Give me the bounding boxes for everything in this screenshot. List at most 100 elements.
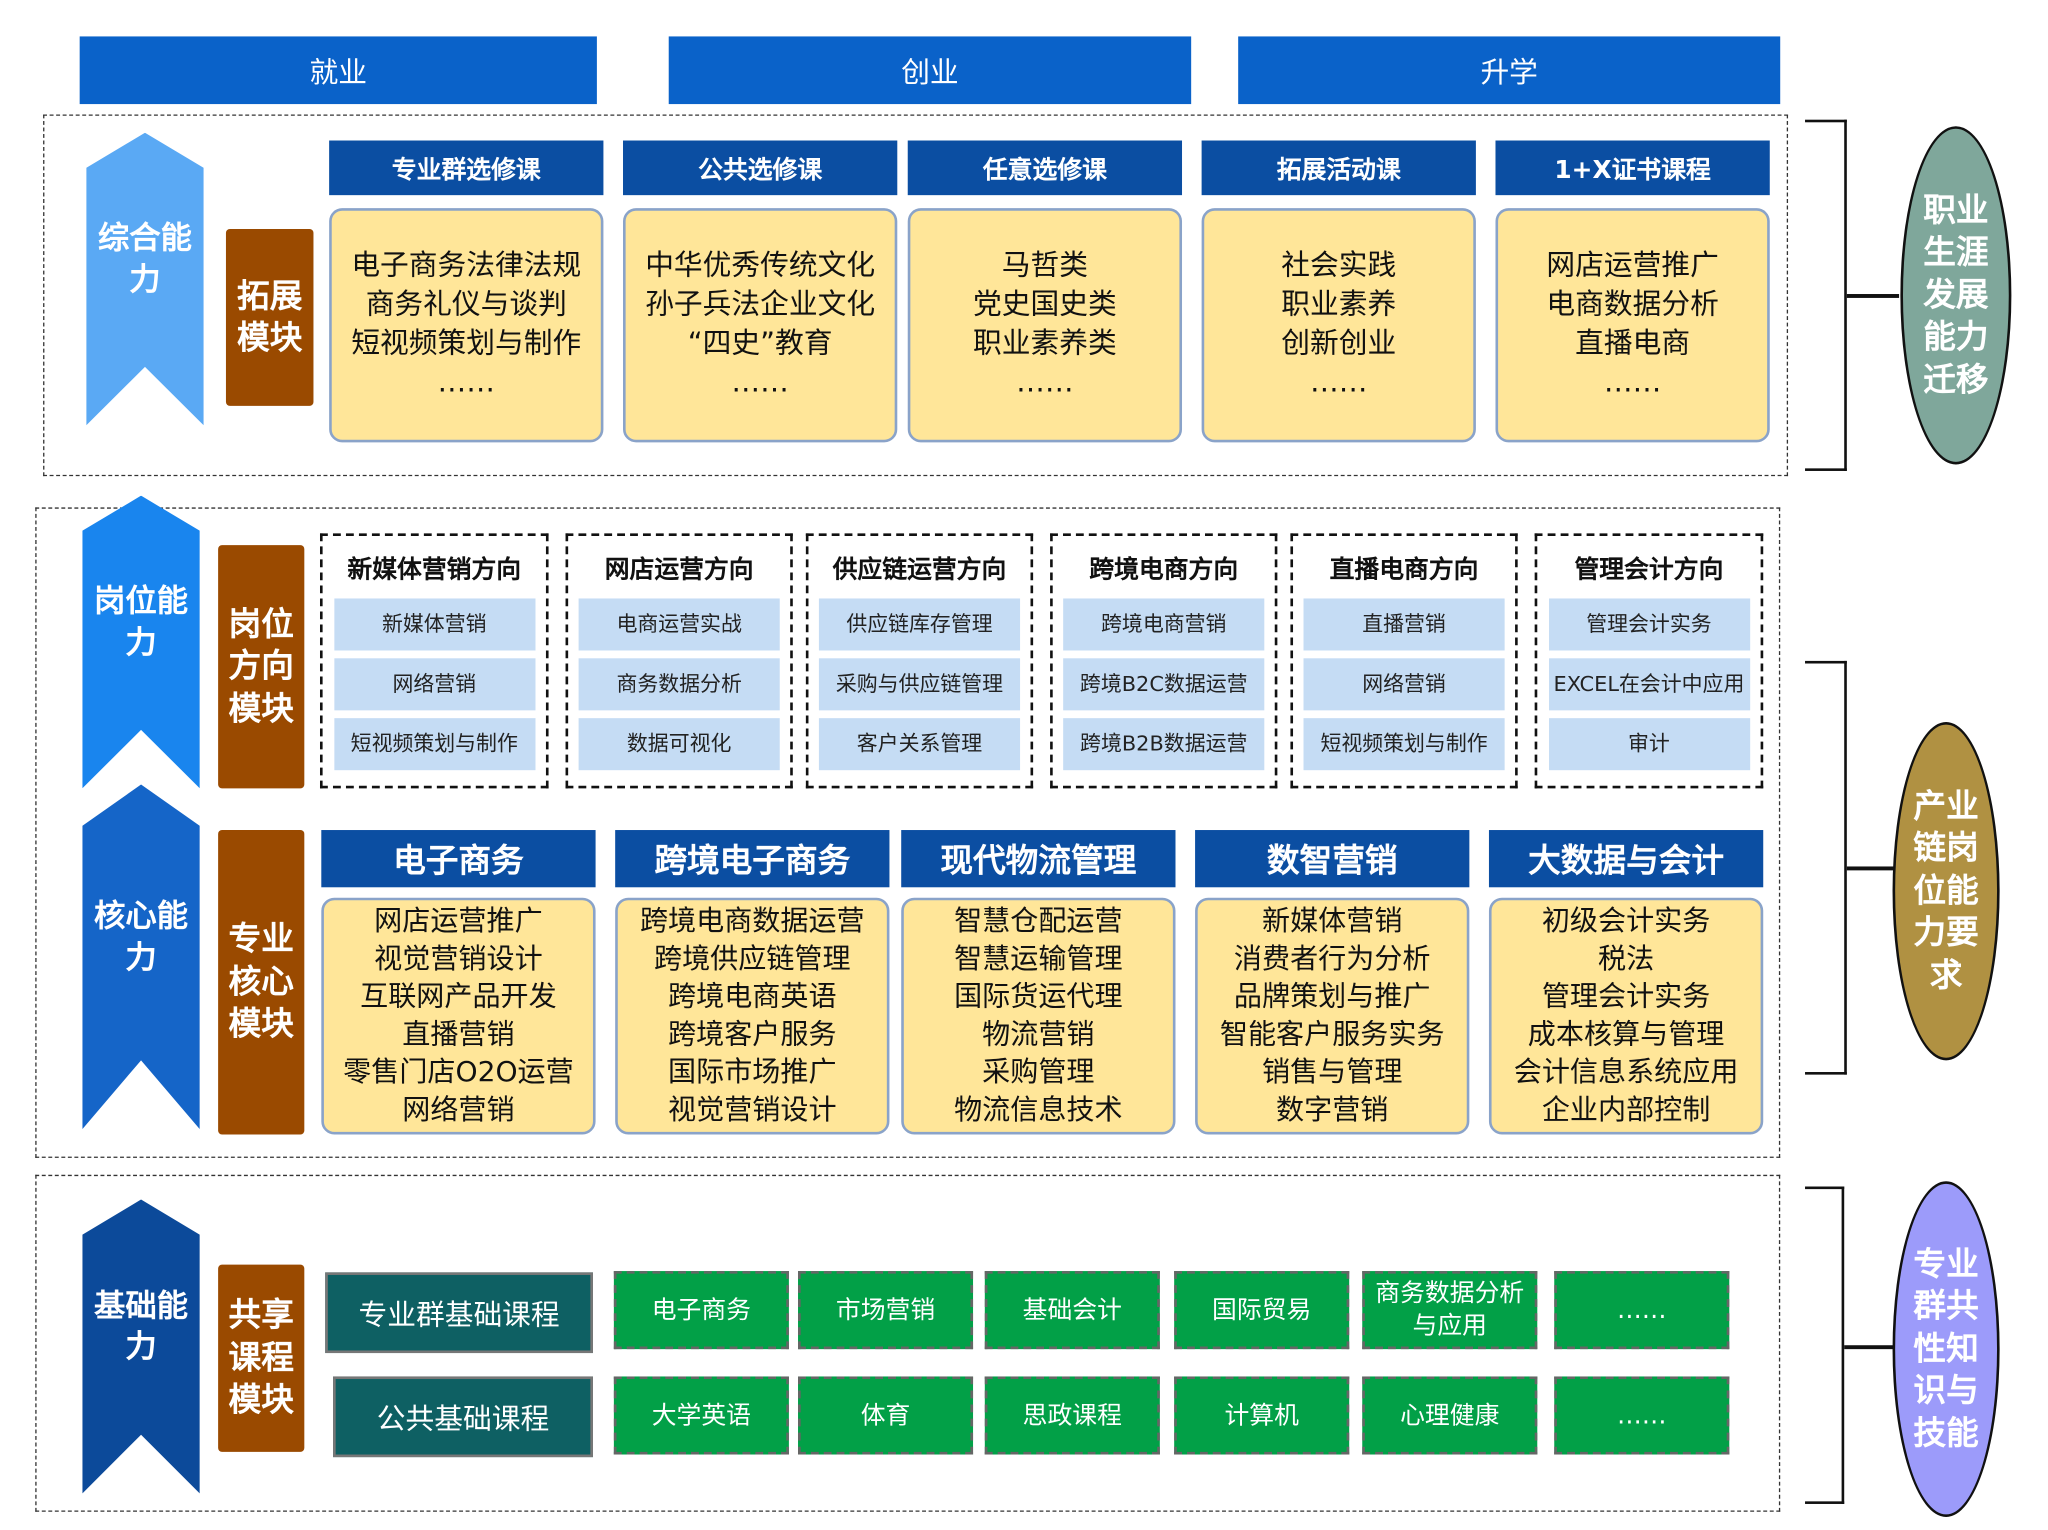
elective-card: 马哲类党史国史类职业素养类…… [907, 208, 1183, 443]
direction-course: 跨境B2B数据运营 [1063, 718, 1265, 771]
course-item: …… [1310, 366, 1368, 400]
course-item: 孙子兵法企业文化 [645, 288, 876, 322]
group-course: 基础会计 [984, 1271, 1160, 1350]
direction-box: 供应链运营方向供应链库存管理采购与供应链管理客户关系管理 [805, 533, 1034, 789]
direction-course: EXCEL在会计中应用 [1548, 658, 1750, 711]
module-professional-core: 专业核心模块 [218, 830, 305, 1135]
bracket-tick-1 [1846, 294, 1900, 298]
course-item: 网店运营推广 [1546, 249, 1719, 283]
position-core-section [35, 507, 1781, 1158]
public-course: 计算机 [1174, 1376, 1350, 1455]
course-item: 企业内部控制 [1541, 1094, 1711, 1127]
group-course: …… [1554, 1271, 1730, 1350]
outcome-career-development: 职业生涯发展能力迁移 [1900, 126, 2012, 465]
course-item: 直播电商 [1575, 327, 1691, 361]
direction-course: 管理会计实务 [1548, 598, 1750, 651]
direction-course: 审计 [1548, 718, 1750, 771]
elective-header: 拓展活动课 [1201, 140, 1476, 196]
course-item: 电商数据分析 [1546, 288, 1719, 322]
course-item: 党史国史类 [973, 288, 1117, 322]
public-course: 体育 [798, 1376, 974, 1455]
course-item: 视觉营销设计 [374, 943, 543, 976]
course-item: 跨境电商英语 [668, 980, 837, 1014]
direction-course: 网络营销 [1303, 658, 1505, 711]
public-course: …… [1554, 1376, 1730, 1455]
course-item: 创新创业 [1281, 327, 1397, 361]
direction-title: 管理会计方向 [1574, 554, 1724, 584]
direction-title: 供应链运营方向 [832, 554, 1007, 584]
course-item: 跨境客户服务 [668, 1018, 837, 1052]
course-item: 物流营销 [982, 1018, 1095, 1052]
course-item: 成本核算与管理 [1527, 1018, 1725, 1052]
course-item: …… [731, 366, 789, 400]
direction-box: 直播电商方向直播营销网络营销短视频策划与制作 [1290, 533, 1518, 789]
direction-title: 直播电商方向 [1329, 554, 1479, 584]
public-course: 思政课程 [984, 1376, 1160, 1455]
top-bar-employment: 就业 [79, 36, 597, 105]
course-item: 新媒体营销 [1261, 905, 1403, 939]
public-course: 大学英语 [613, 1376, 789, 1455]
course-item: 采购管理 [982, 1056, 1095, 1089]
top-bar-further-study: 升学 [1238, 36, 1781, 105]
course-item: 网店运营推广 [374, 905, 543, 939]
top-bar-entrepreneurship: 创业 [668, 36, 1192, 105]
course-item: 跨境电商数据运营 [639, 905, 865, 939]
course-item: 中华优秀传统文化 [645, 249, 876, 283]
bracket-2 [1805, 660, 1847, 1075]
course-item: 网络营销 [402, 1094, 515, 1127]
public-course: 心理健康 [1362, 1376, 1538, 1455]
core-card: 新媒体营销消费者行为分析品牌策划与推广智能客户服务实务销售与管理数字营销 [1195, 897, 1470, 1135]
public-foundation-label: 公共基础课程 [333, 1376, 593, 1458]
direction-box: 跨境电商方向跨境电商营销跨境B2C数据运营跨境B2B数据运营 [1050, 533, 1278, 789]
module-extension: 拓展模块 [225, 228, 314, 406]
direction-title: 跨境电商方向 [1089, 554, 1239, 584]
foundation-section [35, 1174, 1781, 1512]
direction-course: 数据可视化 [578, 718, 780, 771]
course-item: 互联网产品开发 [360, 980, 557, 1014]
course-item: 物流信息技术 [954, 1094, 1123, 1127]
course-item: 马哲类 [1001, 249, 1088, 283]
elective-card: 社会实践职业素养创新创业…… [1201, 208, 1476, 443]
core-major-header: 现代物流管理 [901, 830, 1176, 888]
course-item: “四史”教育 [687, 327, 833, 361]
direction-course: 供应链库存管理 [818, 598, 1021, 651]
elective-section [43, 114, 1789, 477]
direction-course: 电商运营实战 [578, 598, 780, 651]
direction-box: 新媒体营销方向新媒体营销网络营销短视频策划与制作 [319, 533, 549, 789]
course-item: 国际市场推广 [668, 1056, 837, 1089]
direction-course: 采购与供应链管理 [818, 658, 1021, 711]
course-item: …… [1016, 366, 1074, 400]
course-item: 视觉营销设计 [668, 1094, 837, 1127]
direction-title: 新媒体营销方向 [347, 554, 522, 584]
course-item: 品牌策划与推广 [1233, 980, 1431, 1014]
core-major-header: 跨境电子商务 [615, 830, 890, 888]
direction-course: 跨境电商营销 [1063, 598, 1265, 651]
direction-course: 短视频策划与制作 [333, 718, 535, 771]
course-item: 电子商务法律法规 [351, 249, 582, 283]
core-major-header: 大数据与会计 [1488, 830, 1764, 888]
core-major-header: 电子商务 [321, 830, 596, 888]
course-item: 社会实践 [1281, 249, 1397, 283]
direction-course: 网络营销 [333, 658, 535, 711]
course-item: 零售门店O2O运营 [343, 1056, 574, 1089]
bracket-3 [1805, 1186, 1845, 1504]
core-card: 初级会计实务税法管理会计实务成本核算与管理会计信息系统应用企业内部控制 [1488, 897, 1764, 1135]
course-item: 跨境供应链管理 [654, 943, 851, 976]
course-item: 智慧运输管理 [954, 943, 1123, 976]
core-card: 智慧仓配运营智慧运输管理国际货运代理物流营销采购管理物流信息技术 [901, 897, 1176, 1135]
course-item: 管理会计实务 [1541, 980, 1711, 1014]
bracket-1 [1805, 119, 1847, 471]
group-course: 电子商务 [613, 1271, 789, 1350]
group-course: 市场营销 [798, 1271, 974, 1350]
elective-card: 电子商务法律法规商务礼仪与谈判短视频策划与制作…… [329, 208, 604, 443]
course-item: 国际货运代理 [954, 980, 1123, 1014]
bracket-tick-3 [1844, 1345, 1894, 1349]
course-item: 短视频策划与制作 [351, 327, 582, 361]
outcome-common-knowledge: 专业群共性知识与技能 [1892, 1181, 2000, 1517]
course-item: 会计信息系统应用 [1513, 1056, 1739, 1089]
course-item: 数字营销 [1276, 1094, 1389, 1127]
group-course: 商务数据分析与应用 [1362, 1271, 1538, 1350]
direction-course: 短视频策划与制作 [1303, 718, 1505, 771]
direction-course: 直播营销 [1303, 598, 1505, 651]
bracket-tick-2 [1846, 866, 1894, 870]
